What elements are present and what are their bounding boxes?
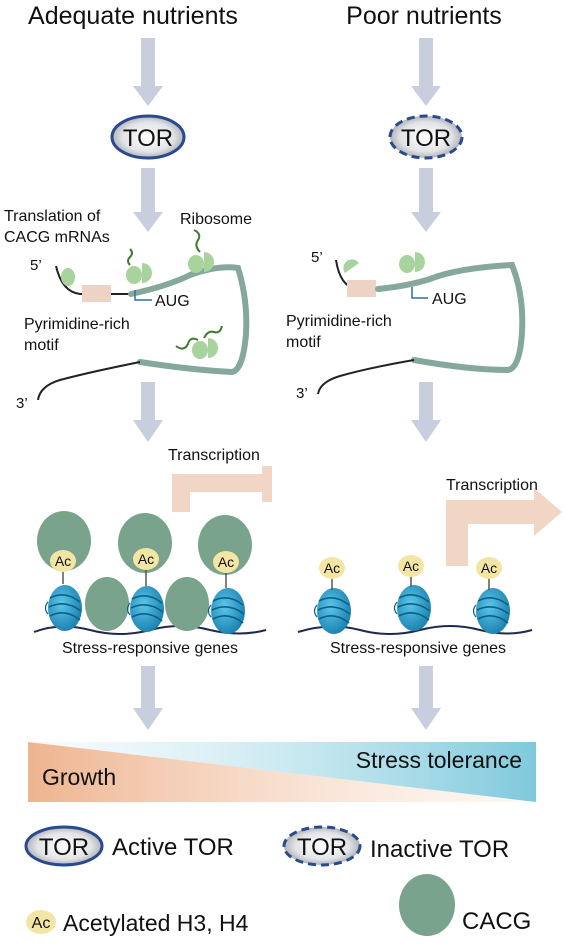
legend-inactive-tor: TOR Inactive TOR (282, 825, 509, 867)
left-blocked-transcription-arrow (172, 474, 262, 512)
right-transcription-label: Transcription (446, 477, 538, 494)
left-aug-marker (134, 290, 152, 301)
inactive-tor-label: TOR (401, 125, 451, 152)
right-ac-label-1: Ac (324, 560, 340, 576)
stress-wedge (28, 742, 536, 802)
right-ac-mark-3: Ac (476, 557, 502, 590)
legend-cacg-icon (399, 874, 455, 936)
left-ribosome-elongating-1 (188, 229, 214, 273)
left-nucleosome-2 (126, 585, 165, 633)
flow-arrow-right-2 (411, 168, 441, 232)
right-coding-region (375, 261, 526, 374)
flow-arrow-left-4 (133, 666, 163, 730)
left-transcription-label: Transcription (168, 447, 260, 464)
right-active-transcription-arrow (446, 488, 562, 566)
legend-cacg: CACG (399, 874, 531, 936)
right-column-title: Poor nutrients (346, 2, 502, 30)
right-ac-mark-1: Ac (319, 557, 345, 590)
left-ac-label-2: Ac (138, 551, 154, 567)
left-transcription-block-bar (262, 466, 272, 502)
left-mrna-panel: Translation of CACG mRNAs Ribosome 5’ 3’… (4, 208, 252, 412)
left-3utr-line (37, 361, 141, 401)
left-three-prime-label: 3’ (16, 395, 28, 412)
right-pyrimidine-motif-box (347, 280, 376, 297)
left-ribosome-initiating (126, 248, 152, 284)
left-nucleosome-1 (44, 584, 83, 632)
left-ac-mark-2: Ac (133, 548, 159, 586)
right-ribosome-stalled-2 (399, 252, 425, 273)
left-motif-label-line2: motif (24, 337, 59, 354)
active-tor-label: TOR (123, 125, 173, 152)
legend-inactive-tor-label: Inactive TOR (370, 836, 509, 863)
stress-tolerance-label: Stress tolerance (356, 747, 522, 773)
left-nucleosome-3 (207, 587, 246, 635)
legend-acetylated-label: Acetylated H3, H4 (63, 910, 249, 936)
right-nucleosome-3 (472, 587, 511, 635)
left-genes-label: Stress-responsive genes (62, 640, 238, 657)
left-cacg-4 (85, 577, 129, 631)
legend-active-tor-icon (24, 825, 104, 867)
right-aug-marker (411, 287, 428, 299)
inactive-tor-node: TOR (388, 114, 464, 160)
legend-ac-icon (26, 910, 56, 934)
growth-stress-tradeoff: Growth Stress tolerance (28, 742, 536, 802)
left-chromatin-panel: Transcription Ac Ac Ac (33, 447, 272, 657)
right-aug-label: AUG (432, 291, 467, 308)
right-ac-label-3: Ac (481, 560, 497, 576)
right-chromatin-panel: Transcription Ac Ac Ac Stress-responsive… (297, 477, 562, 657)
left-cacg-1 (37, 511, 91, 571)
flow-arrow-right-3 (411, 382, 441, 442)
ribosome-label: Ribosome (180, 211, 252, 228)
legend-acetylated: Ac Acetylated H3, H4 (26, 910, 249, 936)
right-mrna-panel: 5’ 3’ AUG Pyrimidine-rich motif (286, 249, 526, 402)
left-column-title: Adequate nutrients (28, 2, 238, 30)
active-tor-node: TOR (110, 114, 186, 160)
right-nucleosome-2 (393, 584, 432, 632)
left-aug-label: AUG (155, 293, 190, 310)
right-ac-label-2: Ac (403, 558, 419, 574)
right-genes-label: Stress-responsive genes (330, 640, 506, 657)
right-ac-mark-2: Ac (398, 555, 424, 587)
right-ribosome-stalled-1 (343, 259, 359, 273)
left-ac-mark-1: Ac (50, 550, 76, 584)
left-ac-label-3: Ac (218, 554, 234, 570)
legend-inactive-tor-symbol: TOR (297, 834, 347, 861)
legend-active-tor-label: Active TOR (112, 834, 234, 861)
left-coding-region (128, 264, 250, 376)
flow-arrow-right-1 (411, 38, 441, 106)
left-cacg-5 (165, 577, 209, 631)
legend-active-tor-symbol: TOR (39, 834, 89, 861)
legend-cacg-label: CACG (462, 908, 531, 935)
flow-arrow-left-2 (133, 168, 163, 232)
left-ribosome-elongating-2 (175, 325, 223, 359)
right-motif-label-line2: motif (286, 334, 321, 351)
flow-arrow-left-1 (133, 38, 163, 106)
growth-label: Growth (42, 764, 116, 790)
translation-label-line2: CACG mRNAs (4, 229, 110, 246)
translation-label-line1: Translation of (4, 208, 101, 225)
left-motif-label-line1: Pyrimidine-rich (24, 316, 130, 333)
right-motif-label-line1: Pyrimidine-rich (286, 313, 392, 330)
flow-arrow-left-3 (133, 382, 163, 442)
left-5utr-line (55, 265, 131, 295)
flow-arrow-right-4 (411, 666, 441, 730)
legend-active-tor: TOR Active TOR (24, 825, 234, 867)
right-three-prime-label: 3’ (296, 385, 308, 402)
left-ac-mark-3: Ac (213, 551, 239, 588)
left-ac-label-1: Ac (55, 553, 71, 569)
left-ribosome-scanning (61, 268, 75, 286)
left-five-prime-label: 5’ (30, 257, 42, 274)
right-five-prime-label: 5’ (311, 249, 323, 266)
left-pyrimidine-motif-box (82, 285, 111, 302)
right-3utr-line (317, 359, 415, 395)
legend-inactive-tor-icon (282, 825, 362, 867)
legend: TOR Active TOR TOR Inactive TOR Ac Acety… (24, 825, 531, 936)
legend-ac-symbol: Ac (32, 915, 51, 932)
